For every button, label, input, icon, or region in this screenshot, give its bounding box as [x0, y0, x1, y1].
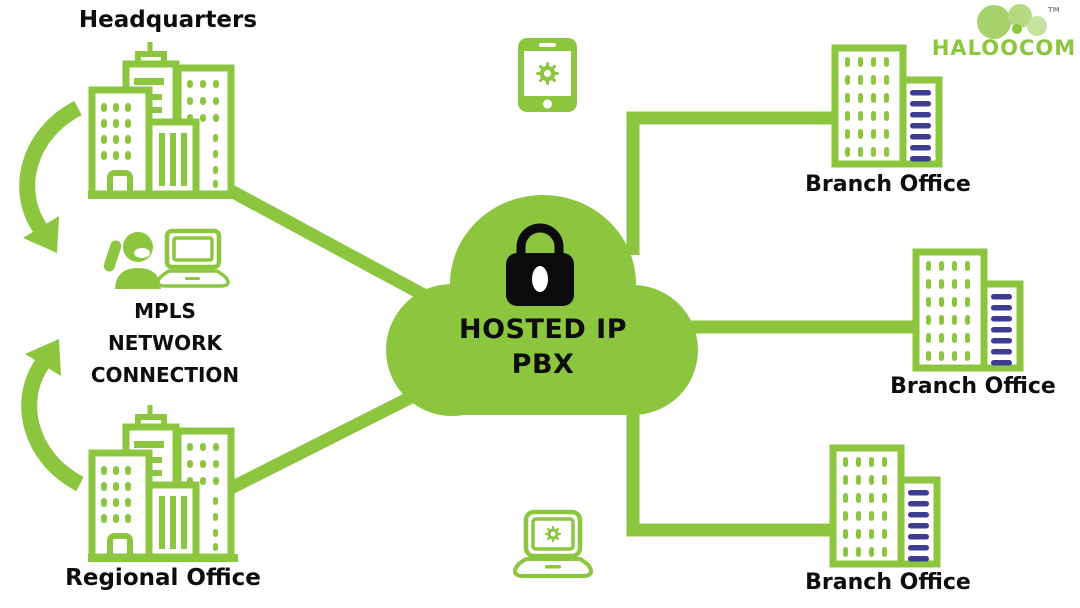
link-cloud-branch1: [626, 111, 838, 255]
haloocom-cloud-logo-icon: [977, 4, 1047, 39]
branch-office-2-label: Branch Office: [890, 374, 1056, 399]
cloud-icon: [386, 195, 698, 416]
cloud-title-line1: HOSTED IP: [458, 314, 627, 345]
branch-building-icon: [833, 448, 937, 564]
branch-office-1-label: Branch Office: [805, 172, 971, 197]
regional-office-label: Regional Office: [65, 565, 261, 591]
branch-office-3-label: Branch Office: [805, 570, 971, 595]
mpls-network-label: MPLS NETWORK CONNECTION: [70, 295, 260, 391]
branch-building-icon: [835, 48, 939, 164]
headquarters-label: Headquarters: [78, 7, 258, 33]
laptop-icon: [156, 228, 230, 288]
cloud-title-line2: PBX: [511, 349, 575, 380]
city-building-icon: [88, 405, 238, 558]
brand-name: HALOOCOM: [931, 36, 1077, 60]
curved-arrow-up-icon: [21, 339, 84, 492]
mpls-label-line3: CONNECTION: [90, 363, 240, 387]
branch-building-icon: [916, 252, 1020, 368]
curved-arrow-down-icon: [19, 100, 82, 253]
mpls-label-line1: MPLS: [134, 299, 196, 323]
city-building-icon: [88, 42, 238, 195]
link-cloud-branch3: [626, 390, 835, 537]
smartphone-gear-icon: [518, 38, 577, 112]
mpls-label-line2: NETWORK: [107, 331, 222, 355]
gear-icon: [545, 526, 561, 542]
padlock-icon: [506, 223, 574, 306]
call-agent-icon: [103, 232, 161, 289]
laptop-gear-icon: [512, 509, 594, 578]
gear-icon: [536, 62, 559, 85]
trademark-symbol: TM: [1048, 6, 1060, 14]
